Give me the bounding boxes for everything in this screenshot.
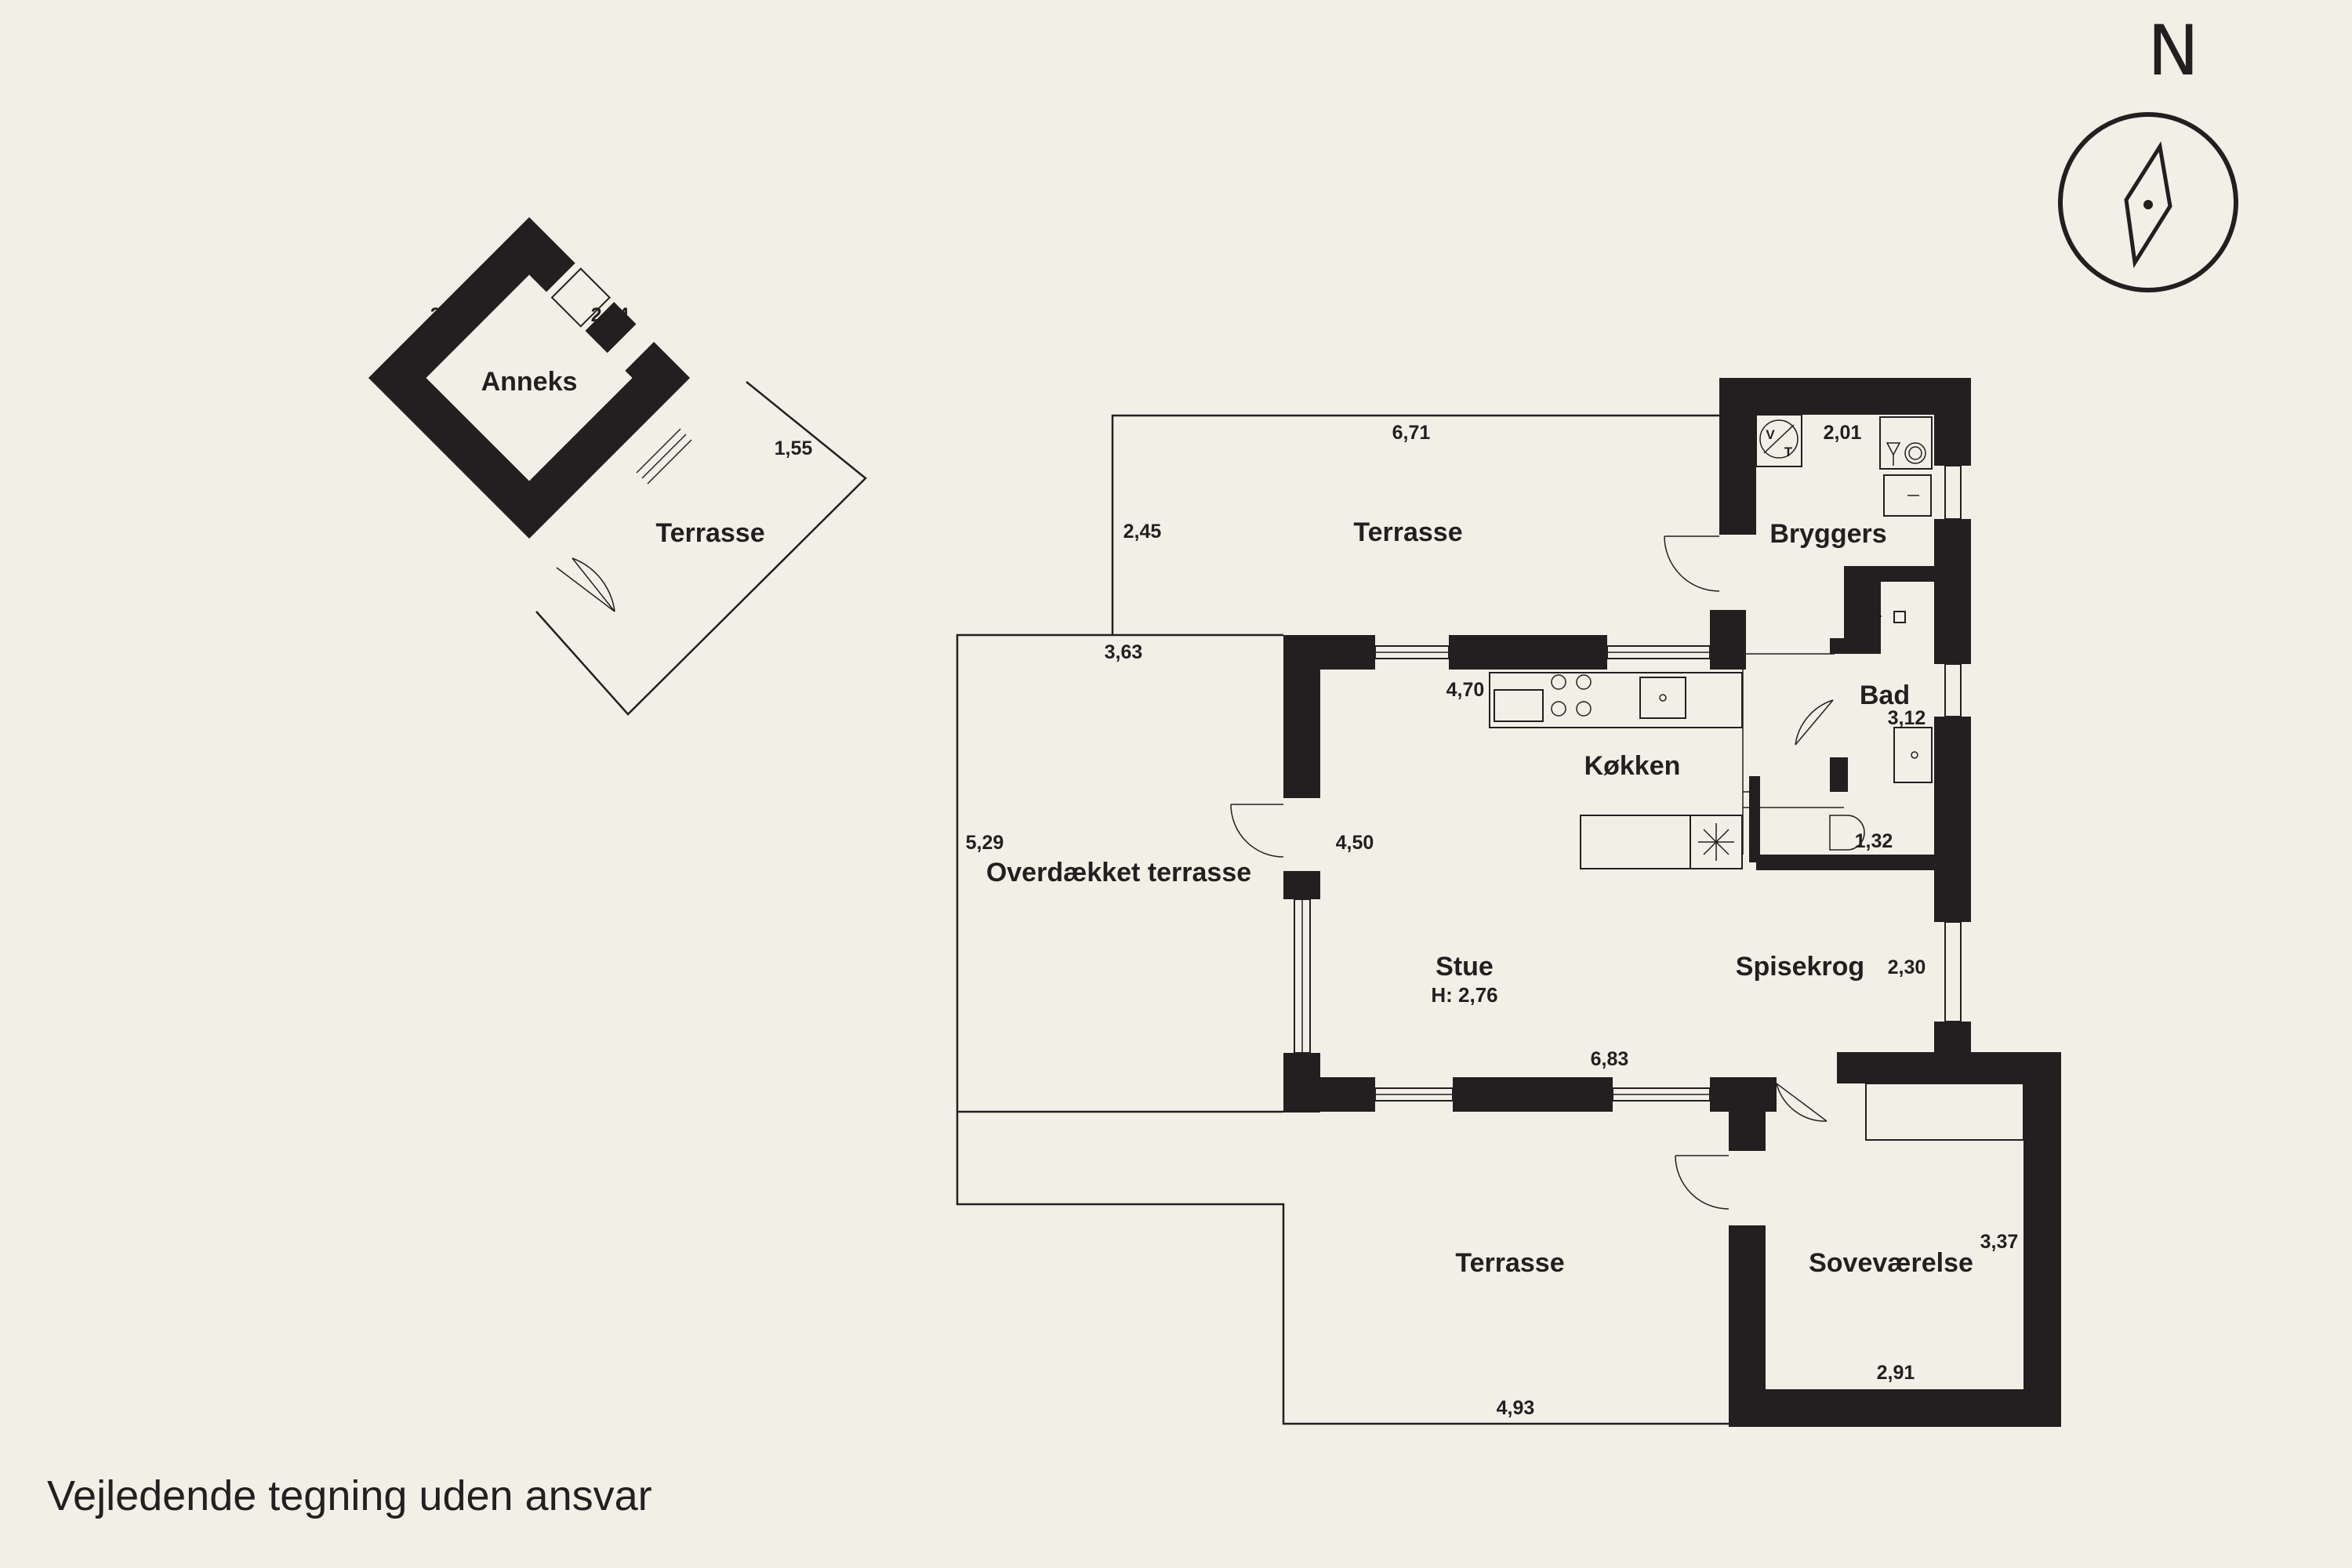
- compass: N: [2058, 10, 2238, 292]
- compass-needle-icon: [2124, 141, 2172, 269]
- annex-room-label: Anneks: [481, 367, 578, 397]
- annex-terrace-label: Terrasse: [655, 518, 764, 548]
- washer-label: V: [1766, 427, 1775, 442]
- terrace-south-dim: 4,93: [1497, 1397, 1535, 1419]
- kitchen-dim: 4,70: [1446, 679, 1485, 701]
- shower-icon: [1852, 605, 1906, 627]
- terrace-north-dim-width: 6,71: [1392, 422, 1431, 444]
- bath-dim-b: 1,32: [1855, 830, 1893, 852]
- terrace-north-label: Terrasse: [1353, 517, 1462, 547]
- covered-terrace-dim-width: 3,63: [1105, 641, 1143, 663]
- kitchen-label: Køkken: [1584, 751, 1681, 781]
- bedroom-dim-depth: 3,37: [1980, 1231, 2019, 1253]
- terrace-north-dim-depth: 2,45: [1123, 521, 1162, 543]
- stove-icon: [1551, 674, 1592, 717]
- covered-terrace-label: Overdækket terrasse: [986, 858, 1251, 887]
- utility-label: Bryggers: [1769, 519, 1886, 549]
- annex-window: [636, 428, 692, 485]
- bath-sink-icon: [1893, 727, 1933, 783]
- wardrobe: [1865, 1083, 2024, 1141]
- oven-icon: [1494, 689, 1544, 722]
- bedroom-label: Soveværelse: [1809, 1248, 1973, 1278]
- fixtures: V T: [1489, 414, 2024, 1141]
- toilet-icon: [1829, 815, 1865, 851]
- north-label: N: [2147, 10, 2199, 91]
- annex-terrace-dim: 1,55: [775, 437, 813, 459]
- compass-pivot: [2143, 200, 2153, 209]
- living-dim-width: 6,83: [1591, 1048, 1629, 1070]
- living-dim-depth: 4,50: [1336, 832, 1374, 854]
- bath-dim-a: 3,12: [1888, 707, 1926, 729]
- bath-label: Bad: [1860, 681, 1910, 710]
- terrace-south-label: Terrasse: [1455, 1248, 1564, 1278]
- living-label: Stue: [1436, 952, 1494, 982]
- annex-door: [556, 557, 615, 612]
- sink-icon: [1639, 677, 1686, 719]
- annex-dim-right: 2,94: [591, 304, 630, 326]
- dining-label: Spisekrog: [1736, 952, 1864, 982]
- annex: Anneks 2,94 2,94 Terrasse 1,55: [368, 216, 867, 716]
- covered-terrace-dim-depth: 5,29: [966, 832, 1004, 854]
- utility-dim: 2,01: [1824, 422, 1862, 444]
- freezer-icon: [1690, 815, 1743, 869]
- disclaimer-text: Vejledende tegning uden ansvar: [47, 1472, 652, 1519]
- washer-dryer-icon: [1755, 414, 1802, 467]
- house-windows: [1294, 465, 1962, 1102]
- dryer-label: T: [1784, 445, 1793, 459]
- annex-terrace-outline: [535, 381, 867, 716]
- house-walls: [1283, 378, 2061, 1427]
- living-height: H: 2,76: [1431, 983, 1497, 1007]
- house-doors: [1230, 535, 1844, 1210]
- compass-ring: [2058, 112, 2238, 292]
- annex-walls: [368, 216, 691, 539]
- annex-dim-left: 2,94: [430, 304, 469, 326]
- terrace-outlines: [956, 414, 1729, 1425]
- dining-dim: 2,30: [1888, 956, 1926, 978]
- room-labels: Terrasse 6,71 2,45 Overdækket terrasse 3…: [966, 422, 2019, 1419]
- sink-drain-icon: [1659, 694, 1667, 702]
- bedroom-dim-width: 2,91: [1877, 1362, 1915, 1384]
